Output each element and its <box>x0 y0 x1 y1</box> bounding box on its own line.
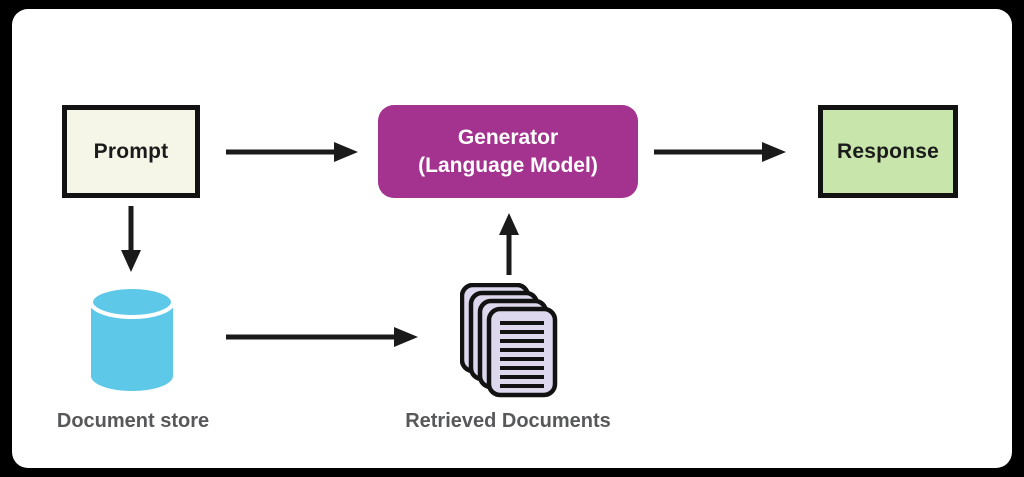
retrieved-documents-stack-icon <box>460 283 558 398</box>
node-prompt-label: Prompt <box>93 139 169 163</box>
node-generator-label-line1: Generator <box>457 126 559 150</box>
arrow-generator-to-response <box>654 142 786 162</box>
document-store-cylinder-icon <box>89 285 175 391</box>
node-response: Response <box>818 105 958 198</box>
node-generator-label-line2: (Language Model) <box>418 153 598 177</box>
document-store-label: Document store <box>56 410 210 432</box>
retrieved-documents-label: Retrieved Documents <box>405 410 611 432</box>
node-response-label: Response <box>837 139 939 163</box>
arrow-document-store-to-retrieved-documents <box>226 327 418 347</box>
node-generator: Generator (Language Model) <box>378 105 638 198</box>
node-prompt: Prompt <box>62 105 200 198</box>
arrow-prompt-to-document-store <box>121 206 141 272</box>
arrow-prompt-to-generator <box>226 142 358 162</box>
arrow-retrieved-documents-to-generator <box>499 213 519 275</box>
